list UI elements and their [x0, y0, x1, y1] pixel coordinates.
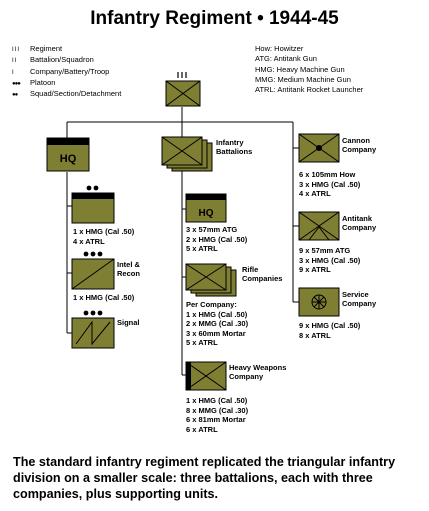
intel-recon-label: Intel &Recon — [117, 260, 140, 278]
platoon-dot — [90, 310, 96, 316]
connector-lines — [66, 107, 299, 376]
hq-section-stats: 1 x HMG (Cal .50)4 x ATRL — [73, 227, 135, 246]
platoon-dot — [97, 251, 103, 257]
wheel-spoke — [313, 296, 325, 308]
rifle-companies-stats: Per Company:1 x HMG (Cal .50)2 x MMG (Ca… — [186, 300, 249, 347]
signal-label: Signal — [117, 318, 140, 327]
regiment-symbol — [165, 72, 201, 107]
antitank-chevron — [308, 226, 330, 241]
bn-hq-label: HQ — [199, 208, 214, 219]
antitank-company-symbol — [298, 211, 340, 241]
unit-header — [72, 193, 114, 199]
infantry-cross — [185, 263, 227, 291]
hq-section-symbol — [71, 185, 115, 224]
legend-abbreviations: How: Howitzer ATG: Antitank Gun HMG: Hea… — [255, 44, 363, 95]
legend-item: ●●Squad/Section/Detachment — [12, 89, 122, 99]
infantry-cross — [165, 80, 201, 107]
page-title: Infantry Regiment • 1944-45 — [90, 8, 339, 29]
legend-abbr: ATRL: Antitank Rocket Launcher — [255, 85, 364, 95]
legend-abbr: ATG: Antitank Gun — [255, 54, 317, 64]
signal-zigzag — [75, 320, 111, 346]
heavy-weapons-bar — [186, 362, 191, 390]
heavy-weapons-stats: 1 x HMG (Cal .50)8 x MMG (Cal .30)6 x 81… — [186, 396, 249, 434]
platoon-dot — [83, 251, 89, 257]
hq-label: HQ — [60, 153, 77, 165]
squad-dot — [93, 185, 99, 191]
rifle-companies-symbol — [185, 263, 237, 297]
legend-abbr: MMG: Medium Machine Gun — [255, 74, 351, 84]
signal-symbol — [71, 310, 115, 349]
unit-header — [47, 138, 89, 145]
infantry-cross — [161, 136, 203, 166]
cannon-company-symbol — [298, 133, 340, 163]
legend-abbr: How: Howitzer — [255, 44, 304, 53]
infantry-battalions-symbol — [161, 136, 213, 172]
platoon-dot — [90, 251, 96, 257]
infantry-cross — [185, 361, 227, 391]
artillery-dot — [316, 145, 322, 151]
heavy-weapons-symbol — [185, 361, 227, 391]
battalion-hq-symbol: HQ — [185, 193, 227, 223]
unit-header — [186, 194, 226, 200]
platoon-dot — [97, 310, 103, 316]
recon-slash — [71, 258, 115, 290]
legend-item: ●●●Platoon — [12, 77, 56, 87]
service-company-stats: 9 x HMG (Cal .50)8 x ATRL — [299, 321, 361, 340]
service-company-symbol — [298, 287, 340, 317]
regiment-size-marker — [177, 72, 187, 78]
intel-recon-stats: 1 x HMG (Cal .50) — [73, 293, 135, 302]
caption: The standard infantry regiment replicate… — [13, 455, 396, 501]
intel-recon-symbol — [71, 251, 115, 290]
platoon-dot — [83, 310, 89, 316]
legend-abbr: HMG: Heavy Machine Gun — [255, 64, 345, 74]
regimental-hq-symbol: HQ — [46, 137, 90, 172]
squad-dot — [86, 185, 92, 191]
infantry-cross — [298, 211, 340, 241]
